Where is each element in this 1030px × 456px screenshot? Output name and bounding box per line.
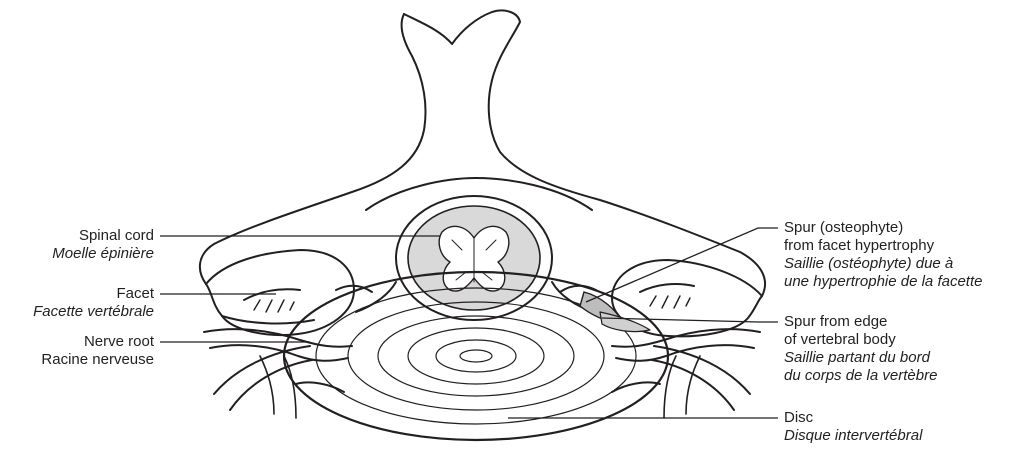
label-spur-facet-fr-1: Saillie (ostéophyte) due à: [784, 255, 982, 273]
label-spur-body-fr-2: du corps de la vertèbre: [784, 367, 937, 385]
label-spur-body-en-1: Spur from edge: [784, 313, 937, 331]
label-facet-fr: Facette vertébrale: [4, 303, 154, 321]
label-spur-body: Spur from edge of vertebral body Saillie…: [784, 313, 937, 385]
label-nerve-root-fr: Racine nerveuse: [4, 351, 154, 369]
label-nerve-root-en: Nerve root: [4, 333, 154, 351]
label-spur-body-en-2: of vertebral body: [784, 331, 937, 349]
label-spur-body-fr-1: Saillie partant du bord: [784, 349, 937, 367]
label-disc-en: Disc: [784, 409, 922, 427]
label-nerve-root: Nerve root Racine nerveuse: [4, 333, 154, 369]
label-spinal-cord-en: Spinal cord: [4, 227, 154, 245]
label-spur-facet-en-2: from facet hypertrophy: [784, 237, 982, 255]
label-spur-facet: Spur (osteophyte) from facet hypertrophy…: [784, 219, 982, 291]
left-facet: [206, 250, 354, 335]
label-facet-en: Facet: [4, 285, 154, 303]
label-spinal-cord: Spinal cord Moelle épinière: [4, 227, 154, 263]
label-disc: Disc Disque intervertébral: [784, 409, 922, 445]
leader-spur-facet: [586, 228, 778, 302]
label-spur-facet-en-1: Spur (osteophyte): [784, 219, 982, 237]
label-facet: Facet Facette vertébrale: [4, 285, 154, 321]
label-spur-facet-fr-2: une hypertrophie de la facette: [784, 273, 982, 291]
label-spinal-cord-fr: Moelle épinière: [4, 245, 154, 263]
label-disc-fr: Disque intervertébral: [784, 427, 922, 445]
